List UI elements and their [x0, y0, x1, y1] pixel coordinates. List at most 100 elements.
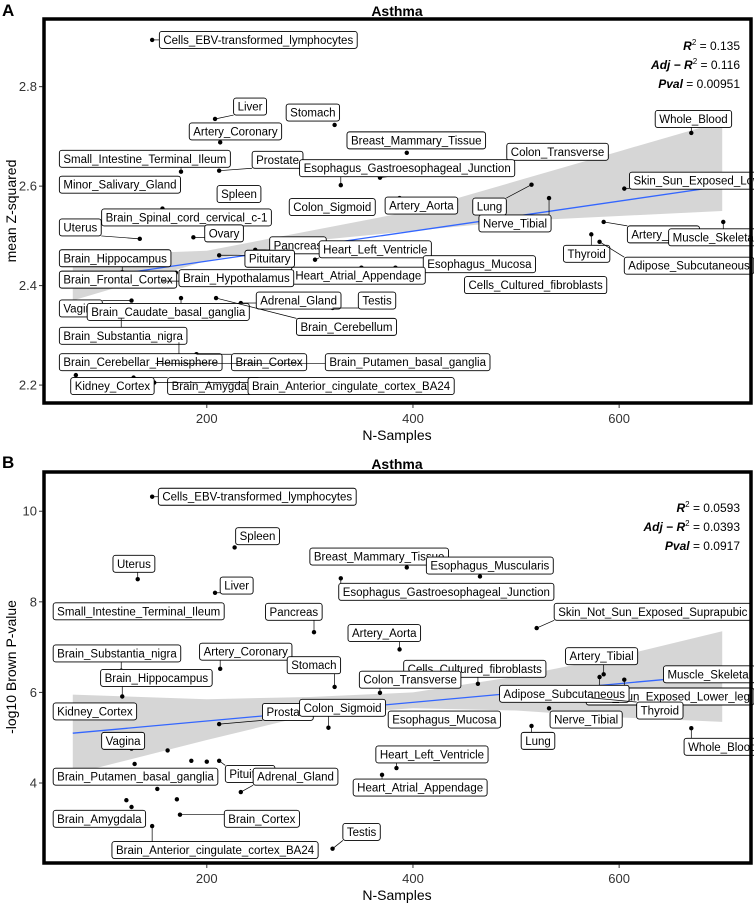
point-label-box: [231, 353, 308, 372]
point-label: Brain_Cerebellar_Hemisphere: [58, 353, 223, 372]
point-label-box: [565, 647, 639, 666]
point-label-text: Adipose_Subcutaneous: [628, 261, 750, 273]
x-tick-label: 200: [196, 411, 218, 426]
point-label-text: Lung: [525, 736, 551, 748]
point-label-box: [101, 208, 272, 227]
point-label-box: [358, 670, 462, 689]
point-label-box: [478, 214, 552, 233]
point-label: Colon_Transverse: [358, 670, 462, 689]
panel-letter-b: B: [2, 453, 14, 472]
point-label-box: [422, 255, 536, 274]
point-label: Brain_Substantia_nigra: [58, 326, 188, 345]
point-label: Adrenal_Gland: [252, 767, 339, 786]
point-label-text: Nerve_Tibial: [483, 218, 547, 230]
point-label-box: [425, 556, 554, 575]
point-label: Brain_Amygdala: [52, 809, 147, 828]
point-label-box: [285, 103, 341, 122]
label-connector: [506, 184, 532, 199]
point-label-text: Testis: [362, 296, 392, 308]
point-label-text: Small_Intestine_Terminal_Ileum: [57, 606, 220, 618]
data-point: [217, 140, 223, 145]
point-label-text: Prostate: [256, 155, 299, 167]
point-label: Muscle_Skeletal: [663, 665, 754, 684]
point-label-box: [346, 131, 487, 150]
point-label: Brain_Hippocampus: [58, 249, 172, 268]
point-label: Stomach: [286, 656, 342, 675]
point-label-text: Brain_Hippocampus: [63, 253, 167, 265]
point-label: Brain_Putamen_basal_ganglia: [324, 353, 491, 372]
point-label-box: [247, 377, 455, 396]
point-label-text: Breast_Mammary_Tissue: [314, 552, 445, 564]
point-label-box: [216, 185, 262, 204]
x-tick-label: 600: [608, 411, 630, 426]
point-label: Brain_Hypothalamus: [178, 269, 295, 288]
point-label: Testis: [357, 291, 397, 310]
point-label-text: Adrenal_Gland: [260, 296, 337, 308]
point-label: Colon_Sigmoid: [288, 198, 376, 216]
point-label: Thyroid: [636, 701, 684, 720]
point-label-box: [158, 30, 358, 49]
chart-title: Asthma: [371, 3, 423, 19]
point-label-text: Brain_Anterior_cingulate_cortex_BA24: [252, 381, 451, 393]
point-label-box: [464, 276, 608, 295]
point-label: Liver: [219, 576, 254, 595]
confidence-band: [72, 631, 723, 774]
point-label: Brain_Cerebellum: [296, 317, 397, 336]
stat-pval: Pval = 0.0917: [665, 539, 740, 553]
x-tick-label: 200: [196, 871, 218, 886]
point-label: Prostate: [251, 150, 304, 169]
plot-frame: [42, 17, 753, 405]
point-label-text: Uterus: [63, 222, 97, 234]
point-label-text: Brain_Anterior_cingulate_cortex_BA24: [116, 845, 315, 857]
data-point: [174, 797, 180, 802]
y-axis-label: mean Z-squared: [3, 160, 19, 263]
point-label: Adipose_Subcutaneous: [623, 256, 754, 275]
point-label-text: Brain_Cerebellar_Hemisphere: [63, 357, 218, 369]
point-label-text: Uterus: [117, 559, 151, 571]
point-label-text: Esophagus_Mucosa: [427, 259, 532, 271]
point-label: Uterus: [112, 554, 156, 573]
point-label: Minor_Salivary_Gland: [58, 175, 181, 194]
point-label: Heart_Atrial_Appendage: [290, 266, 426, 285]
point-label: Brain_Hippocampus: [100, 668, 213, 687]
point-label-text: Colon_Transverse: [511, 147, 605, 159]
point-label-box: [299, 159, 516, 178]
data-point: [477, 574, 483, 579]
point-label: Esophagus_Gastroesophageal_Junction: [299, 159, 516, 178]
point-label-text: Prostate: [266, 707, 309, 719]
x-tick-label: 400: [402, 871, 424, 886]
point-label: Brain_Caudate_basal_ganglia: [86, 303, 250, 321]
point-label: Skin_Not_Sun_Exposed_Suprapubic: [553, 602, 752, 621]
point-label-box: [58, 249, 172, 268]
data-point: [129, 804, 134, 810]
label-connector: [219, 167, 253, 172]
point-label-box: [52, 767, 219, 786]
y-tick-label: 8: [30, 594, 37, 609]
point-label-box: [70, 377, 155, 396]
point-label: Brain_Amygdala: [167, 377, 261, 396]
regression-line: [72, 673, 723, 734]
point-label: Spleen: [216, 185, 262, 204]
label-connector: [599, 241, 625, 258]
point-label-text: Brain_Cortex: [228, 814, 295, 826]
point-label-text: Muscle_Skeletal: [673, 232, 754, 244]
point-label-text: Colon_Sigmoid: [293, 202, 371, 214]
point-label-text: Ovary: [209, 228, 240, 240]
point-label-box: [347, 624, 422, 643]
point-label-box: [683, 737, 754, 756]
point-label-text: Stomach: [291, 660, 336, 672]
point-label-text: Thyroid: [641, 706, 679, 718]
point-label-text: Kidney_Cortex: [57, 706, 133, 718]
data-point: [189, 758, 194, 764]
point-label-box: [52, 644, 182, 663]
point-label-text: Skin_Not_Sun_Exposed_Suprapubic: [558, 607, 747, 619]
point-label-text: Pituitary: [249, 254, 291, 266]
x-axis-label: N-Samples: [362, 887, 431, 903]
data-point: [212, 116, 218, 122]
point-label-text: Liver: [238, 102, 263, 114]
point-label-box: [235, 527, 280, 546]
label-connector: [219, 720, 263, 725]
point-label-box: [52, 702, 138, 721]
point-label-box: [384, 196, 459, 215]
point-label-text: Cells_EBV-transformed_lymphocytes: [163, 35, 353, 47]
